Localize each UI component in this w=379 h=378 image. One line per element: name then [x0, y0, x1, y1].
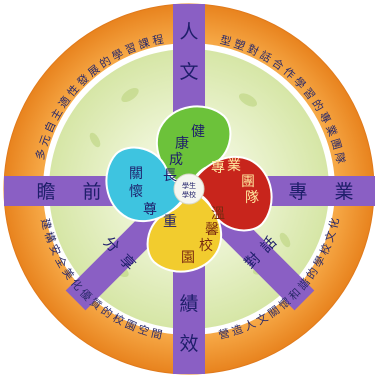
petal-green-label-3: 成	[169, 152, 183, 168]
petal-yellow-label-4: 園	[181, 250, 195, 266]
petal-cyan-label-2: 懷	[129, 184, 143, 200]
petal-yellow-label-3: 校	[199, 237, 213, 254]
petal-green-label-4: 長	[163, 168, 177, 184]
spoke-label-left-2: 前	[82, 181, 101, 203]
petal-cyan-label-4: 重	[163, 214, 177, 230]
petal-yellow-label-2: 馨	[205, 222, 219, 238]
spoke-diag-br	[209, 205, 315, 311]
center-label-1: 學生	[182, 181, 196, 190]
spoke-label-right-2: 業	[334, 181, 353, 203]
spoke-label-bottom-1: 績	[179, 293, 198, 315]
petal-cyan-label-3: 尊	[143, 201, 157, 218]
petal-green-label-1: 健	[191, 124, 205, 140]
center-label-2: 學校	[182, 190, 196, 199]
petal-cyan	[105, 146, 191, 223]
petal-yellow-label-1: 溫	[211, 206, 225, 222]
spoke-label-top-1: 人	[179, 21, 198, 43]
spoke-label-left-1: 瞻	[36, 181, 55, 203]
petal-cyan-label-1: 關	[129, 166, 143, 182]
center-circle	[173, 173, 205, 205]
petal-red-label-2: 業	[227, 158, 241, 174]
spoke-label-right-1: 專	[288, 181, 307, 203]
petal-red-label-3: 團	[241, 174, 255, 190]
spoke-diag-bl	[65, 205, 171, 311]
petal-green-label-2: 康	[175, 135, 189, 152]
spoke-label-top-2: 文	[179, 61, 198, 83]
spoke-label-bottom-2: 效	[179, 333, 198, 355]
petals	[105, 105, 273, 273]
petal-red-label-1: 專	[211, 160, 225, 176]
petal-red-label-4: 隊	[245, 190, 259, 206]
